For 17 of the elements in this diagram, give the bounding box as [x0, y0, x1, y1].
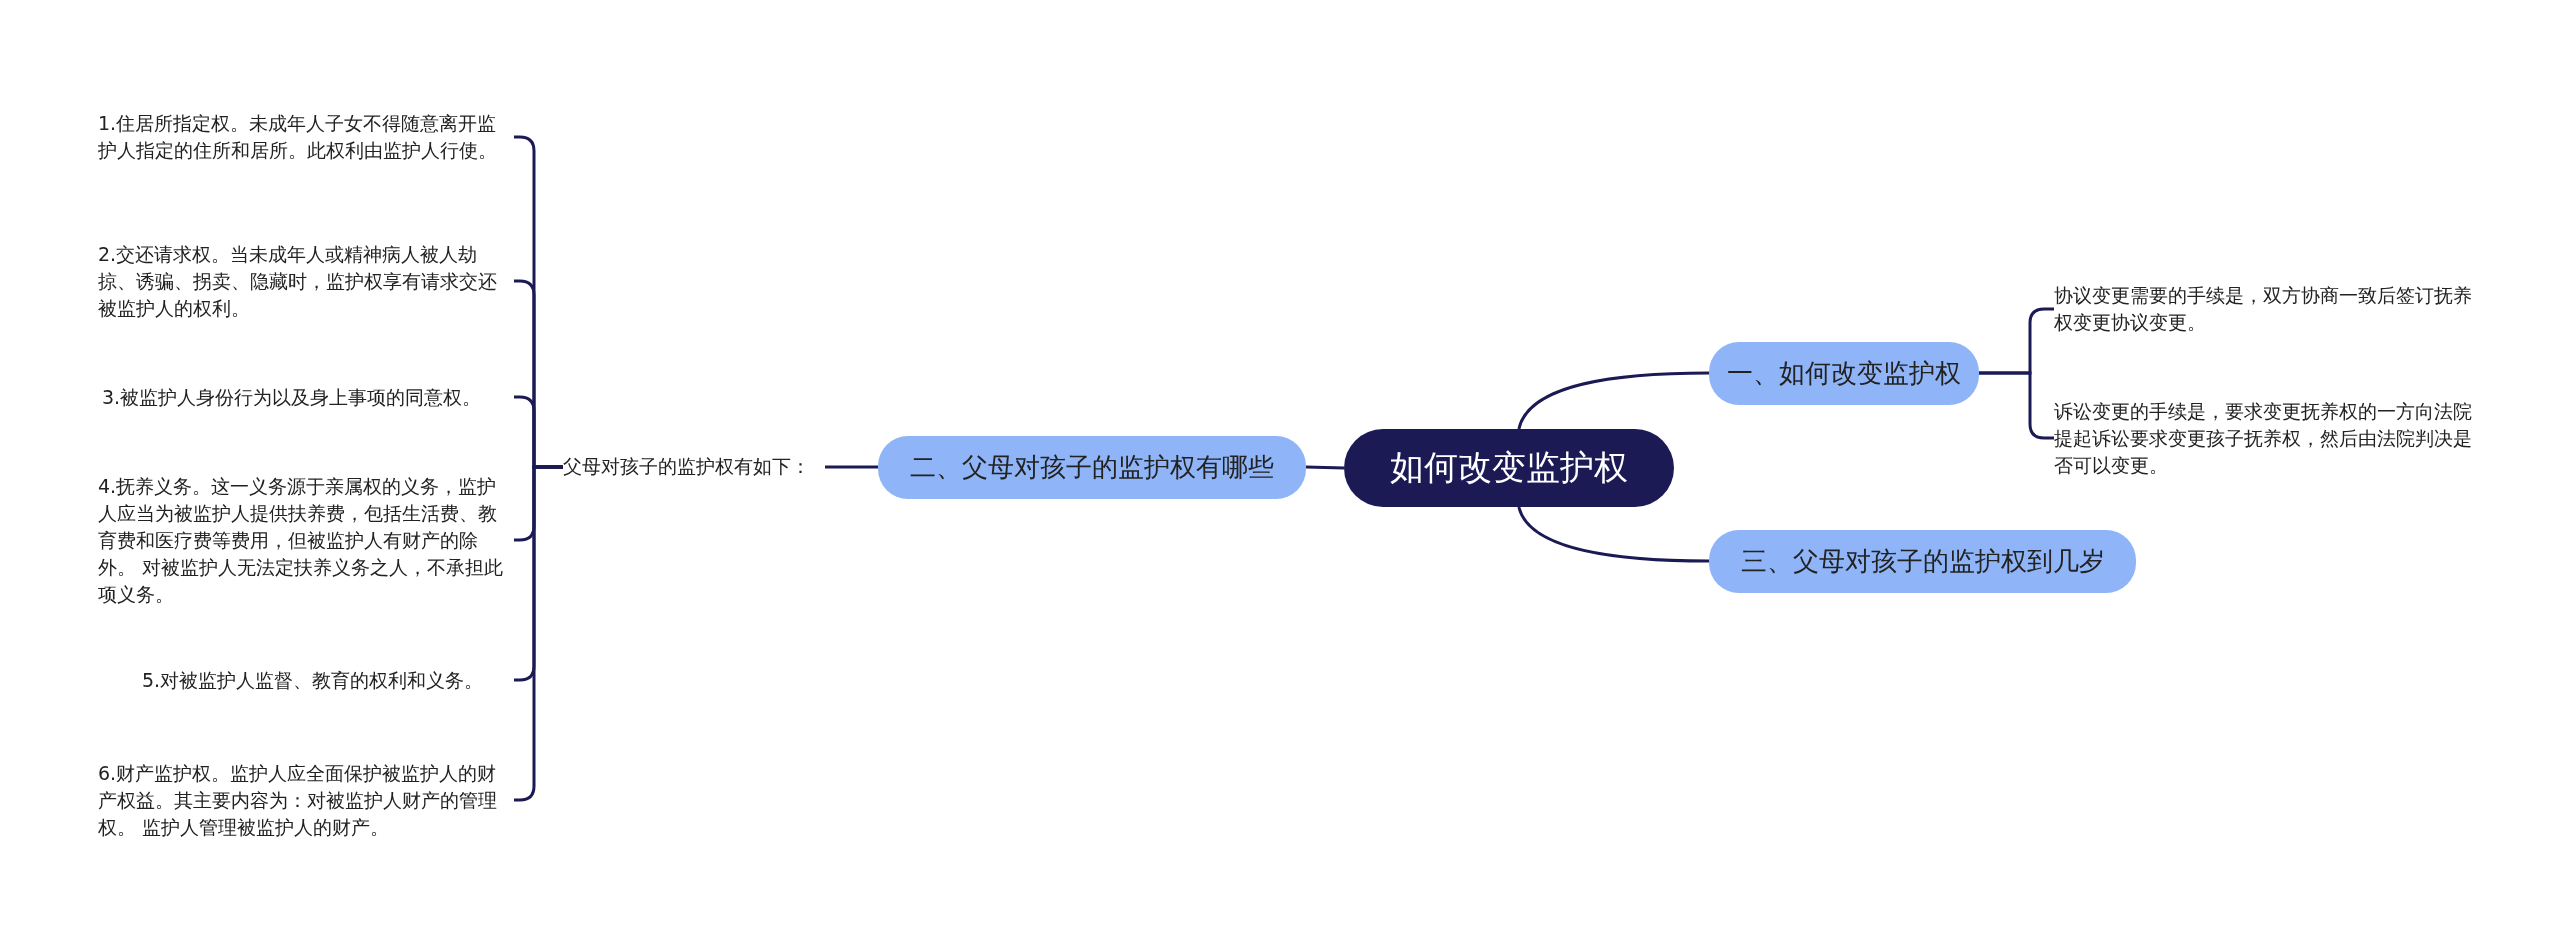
text-note: 1.住居所指定权。未成年人子女不得随意离开监护人指定的住所和居所。此权利由监护人行使。: [98, 110, 514, 164]
text-note: 协议变更需要的手续是，双方协商一致后签订抚养权变更协议变更。: [2054, 282, 2484, 336]
text-note: 5.对被监护人监督、教育的权利和义务。: [142, 666, 514, 694]
text-note: 3.被监护人身份行为以及身上事项的同意权。: [102, 383, 514, 411]
text-label: 父母对孩子的监护权有如下：: [563, 454, 825, 480]
text-note: 6.财产监护权。监护人应全面保护被监护人的财产权益。其主要内容为：对被监护人财产的管理权。 监护人管理被监护人的财产。: [98, 759, 514, 841]
topic-box: 二、父母对孩子的监护权有哪些: [878, 435, 1306, 499]
connector-line: [1517, 506, 1709, 563]
connector-line: [1517, 371, 1709, 430]
central-topic: 如何改变监护权: [1344, 429, 1674, 507]
topic-box: 一、如何改变监护权: [1709, 341, 1979, 405]
connector-line: [1305, 465, 1345, 470]
text-note: 诉讼变更的手续是，要求变更抚养权的一方向法院提起诉讼要求变更孩子抚养权，然后由法院判决是否可以变更。: [2054, 397, 2484, 479]
topic-box: 三、父母对孩子的监护权到几岁: [1709, 529, 2136, 593]
text-note: 2.交还请求权。当未成年人或精神病人被人劫掠、诱骗、拐卖、隐藏时，监护权享有请求交还被监护人的权利。: [98, 240, 514, 322]
connector-line: [825, 465, 878, 469]
text-note: 4.抚养义务。这一义务源于亲属权的义务，监护人应当为被监护人提供扶养费，包括生活费、教育费和医疗费等费用，但被监护人有财产的除外。 对被监护人无法定扶养义务之人，不承担此项义务。: [98, 472, 514, 608]
